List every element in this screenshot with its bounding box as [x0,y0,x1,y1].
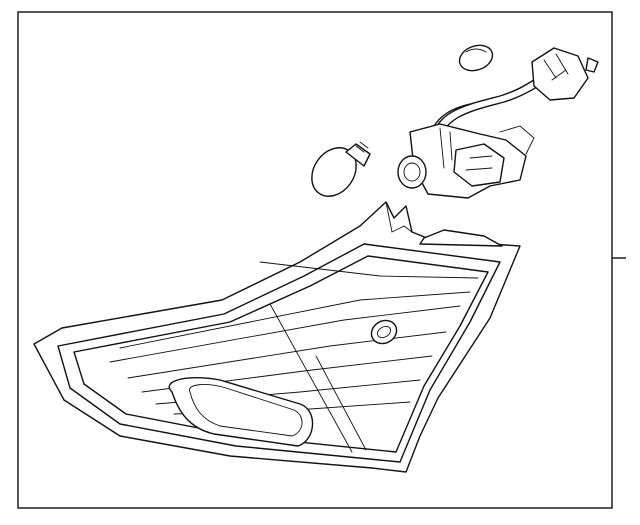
socket-harness [397,47,599,199]
bulb-large [311,141,371,197]
diagram-border [17,11,613,509]
tail-lamp-housing [33,201,521,473]
bulb-small [458,44,494,72]
